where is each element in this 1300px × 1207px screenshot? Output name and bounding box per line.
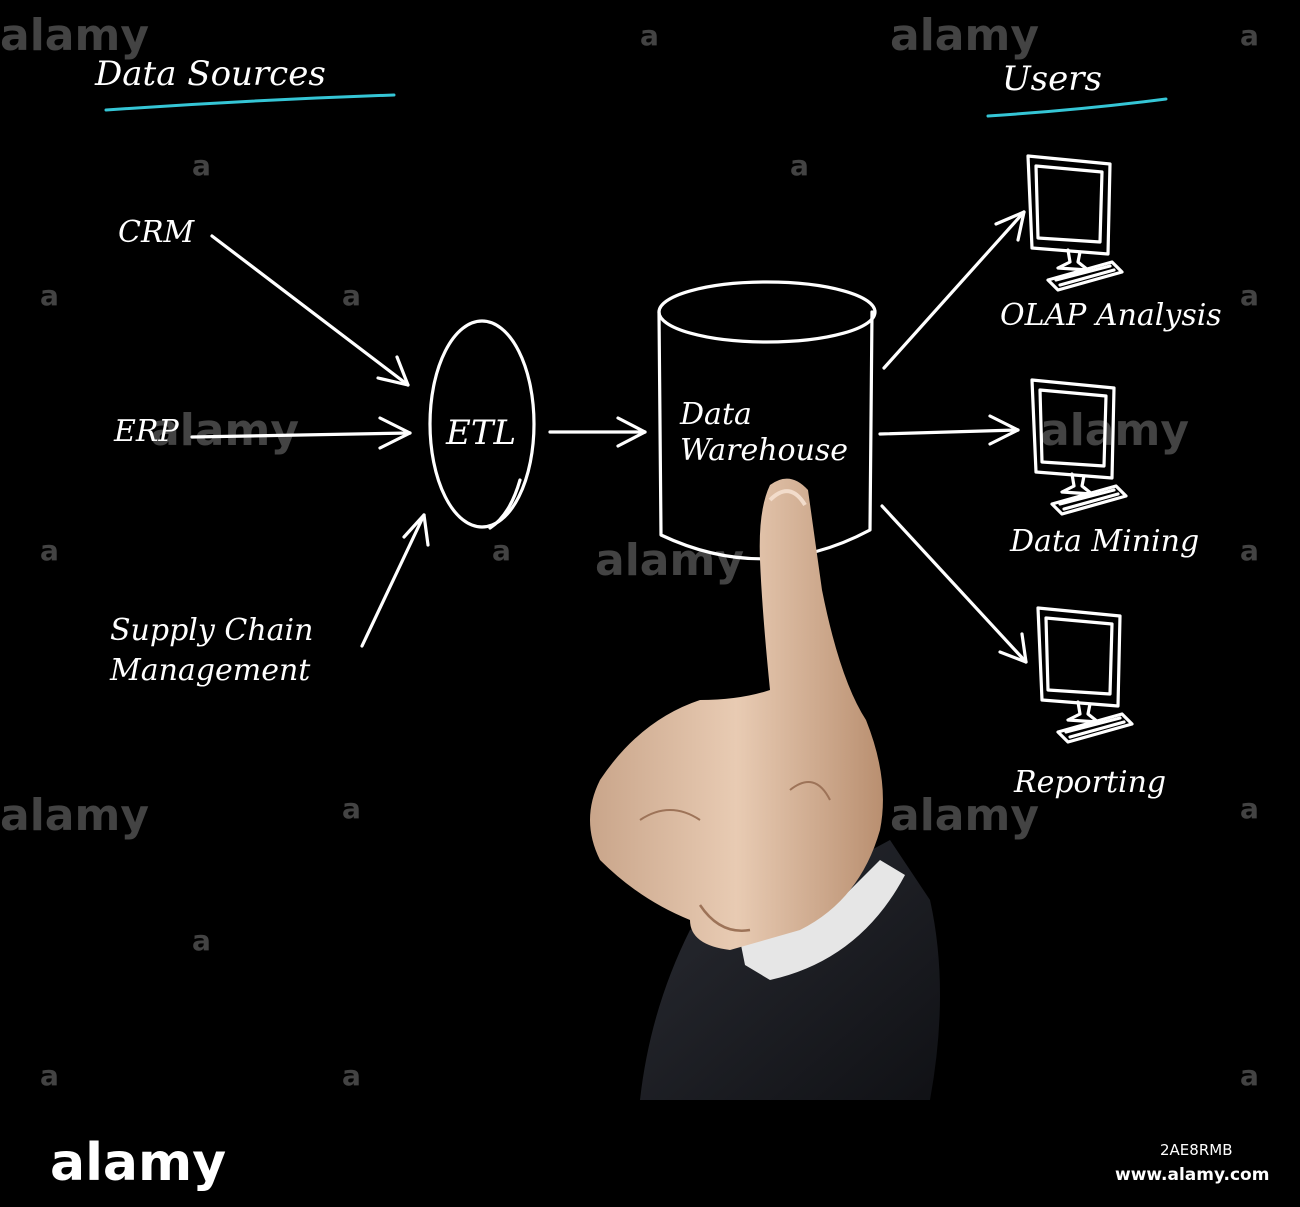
arrow-erp-to-etl (190, 416, 412, 450)
watermark-brand: alamy (0, 10, 149, 61)
computer-icon (1026, 154, 1124, 292)
warehouse-label-line2: Warehouse (680, 433, 848, 468)
watermark-brand: alamy (890, 790, 1039, 841)
heading-data-sources: Data Sources (94, 54, 326, 94)
watermark-brand: alamy (0, 790, 149, 841)
watermark-logo: alamy (50, 1133, 226, 1193)
arrow-to-olap (882, 210, 1026, 370)
watermark-tile: a (790, 149, 809, 182)
source-supply-chain: Supply Chain (110, 613, 313, 648)
watermark-tile: a (640, 19, 659, 52)
arrow-etl-to-warehouse (548, 416, 647, 448)
watermark-tile: a (1240, 792, 1259, 825)
watermark-tile: a (1240, 19, 1259, 52)
arrow-scm-to-etl (360, 513, 430, 648)
watermark-tile: a (1240, 534, 1259, 567)
image-id: 2AE8RMB (1160, 1141, 1232, 1159)
watermark-tile: a (342, 279, 361, 312)
arrow-to-mining (878, 414, 1020, 446)
watermark-brand: alamy (595, 535, 744, 586)
watermark-tile: a (192, 924, 211, 957)
watermark-tile: a (1240, 1059, 1259, 1092)
computer-icon (1030, 378, 1128, 516)
watermark-tiles: a a a a a a a a a a a a a a a a alamy al… (0, 10, 1259, 1092)
watermark-tile: a (492, 534, 511, 567)
watermark-tile: a (40, 534, 59, 567)
watermark-tile: a (1240, 279, 1259, 312)
watermark-tile: a (342, 1059, 361, 1092)
output-olap: OLAP Analysis (1000, 298, 1222, 333)
computer-icon (1036, 606, 1134, 744)
etl-node-overdraw (488, 478, 522, 530)
output-reporting: Reporting (1013, 765, 1166, 800)
watermark-tile: a (40, 1059, 59, 1092)
watermark-tile: a (40, 279, 59, 312)
source-management: Management (109, 653, 311, 688)
heading-users: Users (1002, 59, 1102, 99)
warehouse-label-line1: Data (679, 397, 752, 432)
heading-underline (104, 93, 396, 112)
watermark-brand: alamy (890, 10, 1039, 61)
watermark-tile: a (342, 792, 361, 825)
source-erp: ERP (113, 414, 179, 449)
arrow-to-reporting (880, 504, 1028, 664)
heading-underline (986, 97, 1168, 118)
site-url: www.alamy.com (1115, 1165, 1269, 1185)
etl-label: ETL (445, 413, 516, 453)
source-crm: CRM (118, 215, 196, 250)
etl-node (428, 319, 536, 529)
pointing-hand (590, 478, 940, 1100)
output-mining: Data Mining (1009, 524, 1199, 559)
watermark-tile: a (192, 149, 211, 182)
arrow-crm-to-etl (210, 234, 410, 387)
watermark-brand: alamy (150, 405, 299, 456)
